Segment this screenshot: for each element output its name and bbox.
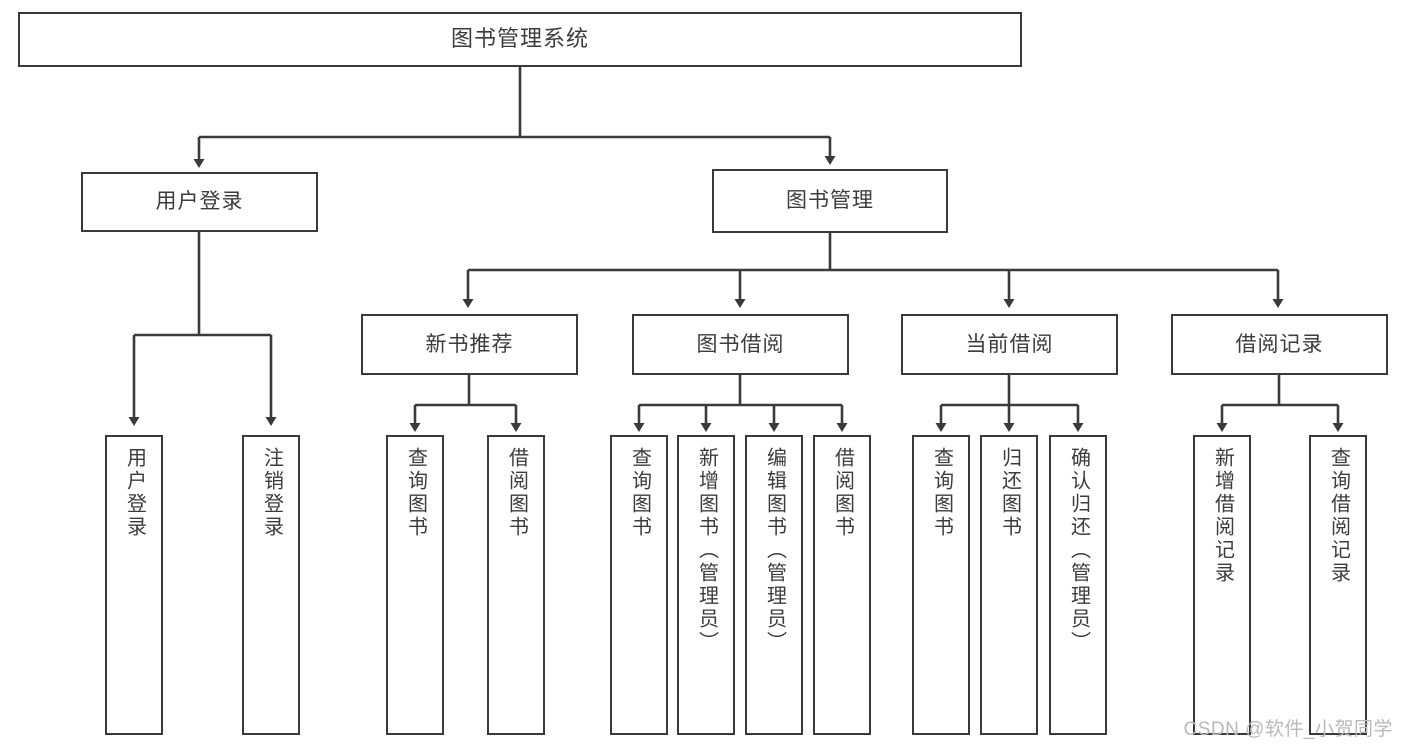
node-current-borrow[interactable]: 当前借阅 [901,314,1118,375]
node-borrow-record[interactable]: 借阅记录 [1171,314,1388,375]
node-label: 用户登录 [155,190,244,214]
node-label: 查询图书 [404,447,427,539]
leaf-book-borrow-edit-book-admin[interactable]: 编辑图书（管理员） [745,435,803,735]
node-label: 归还图书 [998,447,1021,539]
node-label: 查询借阅记录 [1327,447,1350,585]
node-book-management[interactable]: 图书管理 [712,169,948,233]
node-label: 编辑图书（管理员） [763,447,786,654]
node-label: 当前借阅 [965,332,1054,356]
node-label: 借阅记录 [1235,332,1324,356]
node-label: 新增借阅记录 [1211,447,1234,585]
csdn-watermark: CSDN @软件_小贺同学 [1183,719,1393,740]
leaf-new-book-query-book[interactable]: 查询图书 [386,435,444,735]
leaf-new-book-borrow-book[interactable]: 借阅图书 [487,435,545,735]
leaf-borrow-record-query-record[interactable]: 查询借阅记录 [1309,435,1367,735]
node-user-login[interactable]: 用户登录 [81,172,318,232]
node-new-book-recommend[interactable]: 新书推荐 [361,314,578,375]
node-label: 图书管理系统 [450,26,589,52]
leaf-borrow-record-add-record[interactable]: 新增借阅记录 [1193,435,1251,735]
node-label: 借阅图书 [831,447,854,539]
node-book-borrow[interactable]: 图书借阅 [632,314,849,375]
node-label: 用户登录 [123,447,146,539]
leaf-current-borrow-return-book[interactable]: 归还图书 [980,435,1038,735]
leaf-book-borrow-add-book-admin[interactable]: 新增图书（管理员） [677,435,735,735]
node-label: 注销登录 [260,447,283,539]
node-root-book-management-system[interactable]: 图书管理系统 [18,12,1022,67]
node-label: 图书管理 [786,189,874,213]
leaf-user-login-logout[interactable]: 注销登录 [242,435,300,735]
node-label: 图书借阅 [696,332,785,356]
node-label: 确认归还（管理员） [1067,447,1090,654]
leaf-book-borrow-query-book[interactable]: 查询图书 [610,435,668,735]
node-label: 借阅图书 [505,447,528,539]
node-label: 新增图书（管理员） [695,447,718,654]
leaf-book-borrow-borrow-book[interactable]: 借阅图书 [813,435,871,735]
leaf-current-borrow-query-book[interactable]: 查询图书 [912,435,970,735]
node-label: 查询图书 [628,447,651,539]
node-label: 查询图书 [930,447,953,539]
node-label: 新书推荐 [425,332,514,356]
leaf-user-login-login[interactable]: 用户登录 [105,435,163,735]
leaf-current-borrow-confirm-return-admin[interactable]: 确认归还（管理员） [1049,435,1107,735]
